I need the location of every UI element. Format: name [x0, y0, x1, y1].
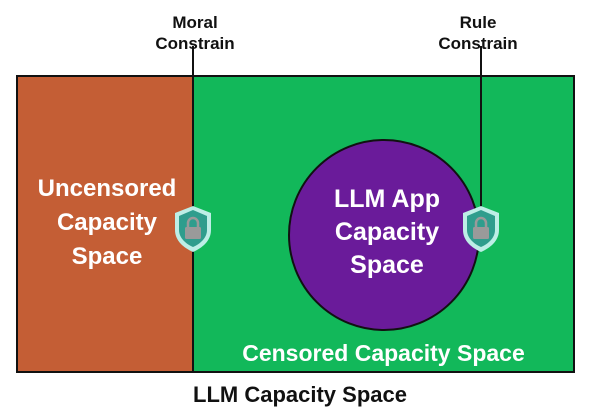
llm-app-capacity-label: LLM App Capacity Space: [334, 185, 440, 279]
shield-lock-icon: [175, 206, 211, 252]
diagram-title: LLM Capacity Space: [193, 382, 407, 407]
uncensored-region: [17, 76, 193, 372]
moral-constraint-label: Moral Constrain: [155, 13, 235, 53]
shield-lock-icon: [463, 206, 499, 252]
capacity-space-border: [16, 75, 575, 373]
rule-constraint-label: Rule Constrain: [438, 13, 518, 53]
censored-capacity-label: Censored Capacity Space: [242, 340, 525, 366]
uncensored-capacity-label: Uncensored Capacity Space: [37, 175, 177, 270]
